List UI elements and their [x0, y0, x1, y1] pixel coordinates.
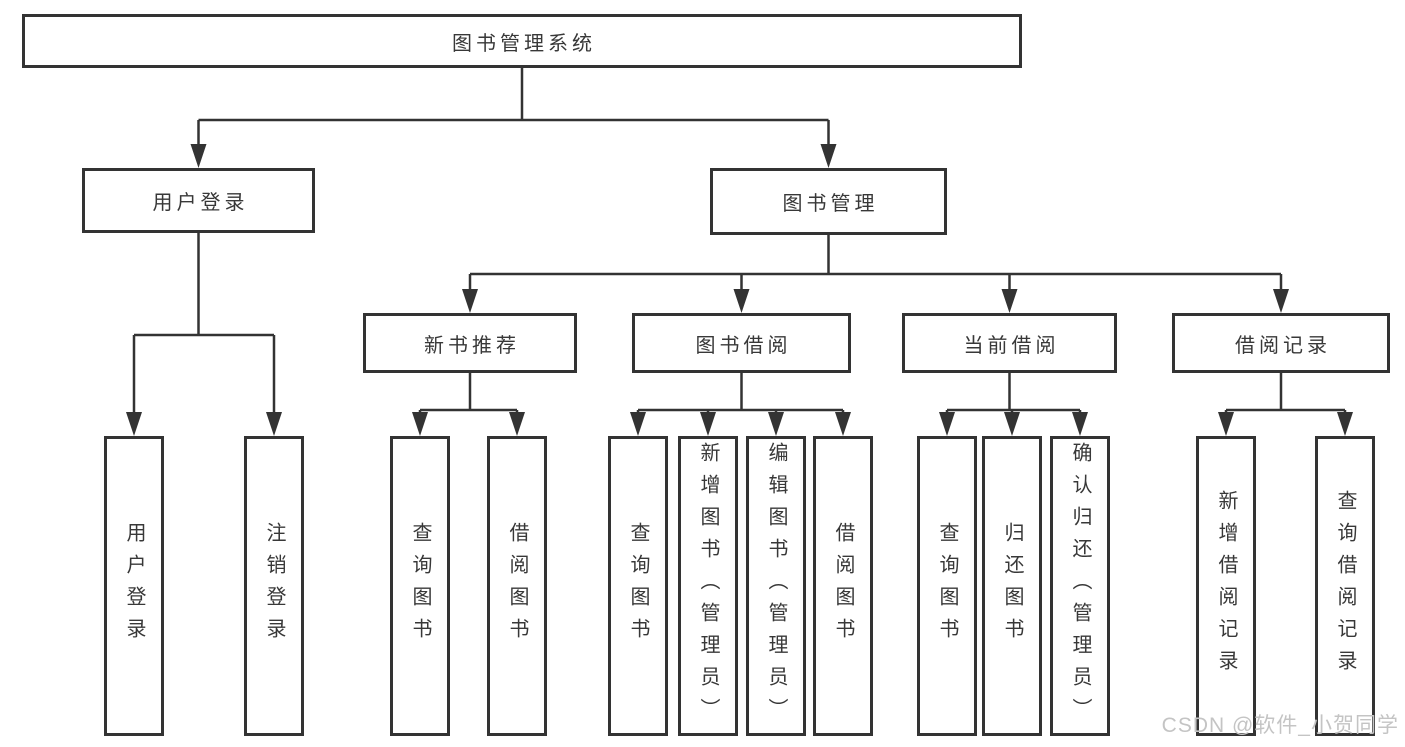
- node-leaf-borrow-books-1: 借阅图书: [487, 436, 547, 736]
- arrowhead-icon: [1337, 412, 1353, 436]
- node-leaf-confirm-return-admin: 确认归还（管理员）: [1050, 436, 1110, 736]
- node-label-leaf-add-borrow-record: 新增借阅记录: [1215, 490, 1237, 682]
- arrowhead-icon: [700, 412, 716, 436]
- arrowhead-icon: [1273, 289, 1289, 313]
- arrowhead-icon: [1072, 412, 1088, 436]
- node-book-borrowing: 图书借阅: [632, 313, 851, 373]
- node-leaf-return-books: 归还图书: [982, 436, 1042, 736]
- node-label-leaf-search-books-2: 查询图书: [627, 522, 649, 650]
- node-label-leaf-search-books-1: 查询图书: [409, 522, 431, 650]
- node-label-user-login: 用户登录: [152, 192, 249, 214]
- arrowhead-icon: [1004, 412, 1020, 436]
- node-leaf-search-books-2: 查询图书: [608, 436, 668, 736]
- node-book-management: 图书管理: [710, 168, 947, 235]
- arrowhead-icon: [820, 144, 837, 168]
- arrowhead-icon: [266, 412, 282, 436]
- node-label-book-management: 图书管理: [782, 193, 879, 215]
- node-borrowing-records: 借阅记录: [1172, 313, 1390, 373]
- arrowhead-icon: [412, 412, 428, 436]
- node-label-leaf-return-books: 归还图书: [1001, 522, 1023, 650]
- node-leaf-add-borrow-record: 新增借阅记录: [1196, 436, 1256, 736]
- node-label-leaf-borrow-books-2: 借阅图书: [832, 522, 854, 650]
- node-leaf-logout-login: 注销登录: [244, 436, 304, 736]
- node-current-borrowing: 当前借阅: [902, 313, 1117, 373]
- arrowhead-icon: [733, 289, 750, 313]
- node-root: 图书管理系统: [22, 14, 1022, 68]
- arrowhead-icon: [630, 412, 646, 436]
- node-user-login: 用户登录: [82, 168, 315, 233]
- node-label-borrowing-records: 借阅记录: [1235, 334, 1331, 357]
- node-label-leaf-user-login: 用户登录: [123, 522, 145, 650]
- arrowhead-icon: [126, 412, 142, 436]
- node-label-current-borrowing: 当前借阅: [963, 334, 1060, 357]
- node-new-book-recommend: 新书推荐: [363, 313, 577, 373]
- arrowhead-icon: [462, 289, 478, 313]
- node-leaf-edit-books-admin: 编辑图书（管理员）: [746, 436, 806, 736]
- node-leaf-search-books-1: 查询图书: [390, 436, 450, 736]
- node-label-leaf-edit-books-admin: 编辑图书（管理员）: [765, 442, 787, 730]
- node-label-leaf-borrow-books-1: 借阅图书: [506, 522, 528, 650]
- node-label-leaf-add-books-admin: 新增图书（管理员）: [697, 442, 719, 730]
- node-leaf-add-books-admin: 新增图书（管理员）: [678, 436, 738, 736]
- node-label-leaf-logout-login: 注销登录: [263, 522, 285, 650]
- arrowhead-icon: [1001, 289, 1018, 313]
- arrowhead-icon: [509, 412, 525, 436]
- arrowhead-icon: [768, 412, 784, 436]
- arrowhead-icon: [190, 144, 207, 168]
- arrowhead-icon: [1218, 412, 1234, 436]
- node-leaf-search-borrow-record: 查询借阅记录: [1315, 436, 1375, 736]
- node-label-new-book-recommend: 新书推荐: [424, 334, 520, 357]
- node-leaf-user-login: 用户登录: [104, 436, 164, 736]
- node-label-root: 图书管理系统: [452, 32, 596, 55]
- node-leaf-borrow-books-2: 借阅图书: [813, 436, 873, 736]
- node-label-leaf-confirm-return-admin: 确认归还（管理员）: [1069, 442, 1091, 730]
- node-leaf-search-books-3: 查询图书: [917, 436, 977, 736]
- node-label-leaf-search-books-3: 查询图书: [936, 522, 958, 650]
- node-label-book-borrowing: 图书借阅: [695, 334, 792, 357]
- arrowhead-icon: [835, 412, 851, 436]
- csdn-watermark: CSDN @软件_小贺同学: [1161, 714, 1399, 737]
- arrowhead-icon: [939, 412, 955, 436]
- node-label-leaf-search-borrow-record: 查询借阅记录: [1334, 490, 1356, 682]
